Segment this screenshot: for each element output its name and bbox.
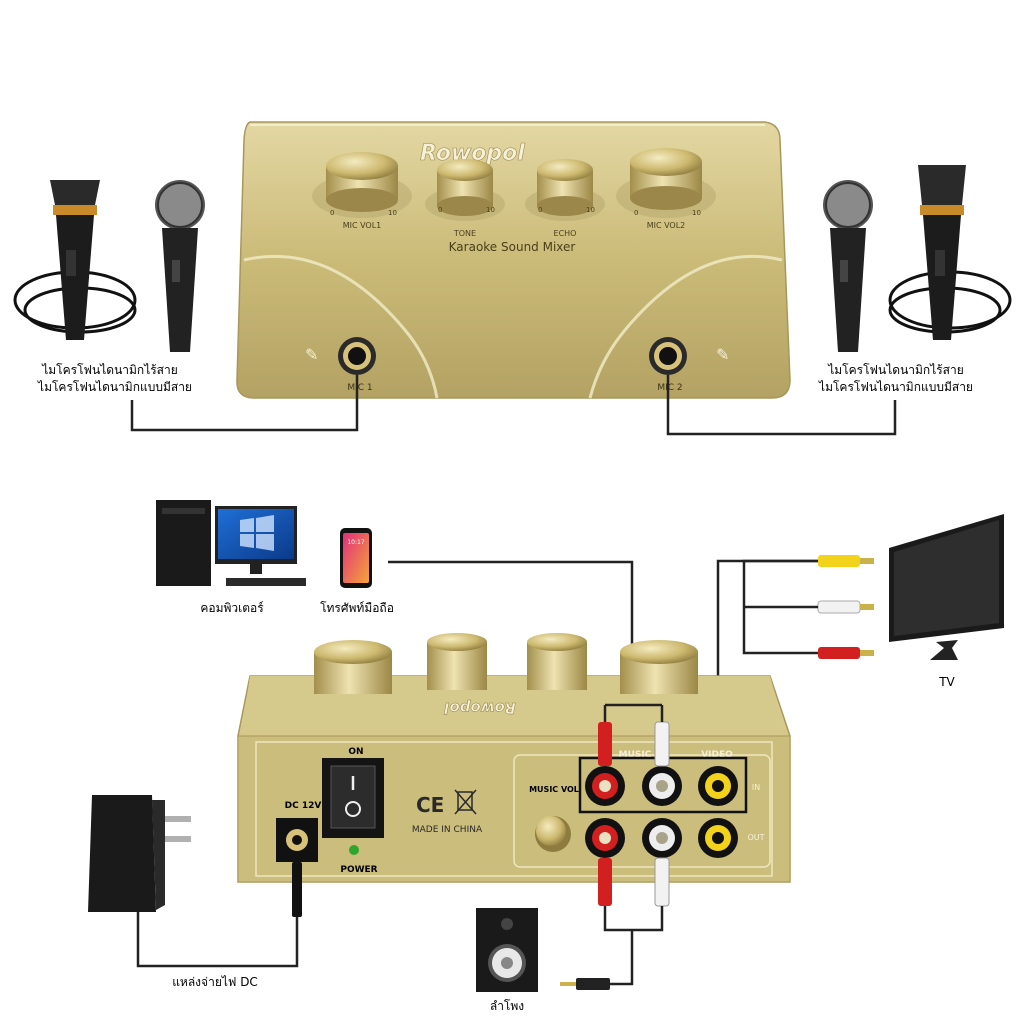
cable-mic2: [666, 375, 897, 436]
rca-cable-yellow: [818, 555, 874, 567]
wireless-mic-icon-right: [823, 180, 873, 352]
scale-min-label: 0: [438, 206, 442, 214]
power-switch[interactable]: [322, 758, 384, 838]
cable-power: [136, 912, 299, 968]
right-mic-label-1: ไมโครโฟนไดนามิกไร้สาย: [827, 363, 964, 377]
knob-label: MIC VOL1: [343, 221, 382, 230]
scale-min-label: 0: [538, 206, 542, 214]
cable-speaker: [610, 930, 634, 986]
tv-label: TV: [938, 675, 955, 689]
power-led-label: POWER: [340, 865, 377, 875]
music-vol-label: MUSIC VOL: [529, 785, 579, 794]
knob-mic-vol2[interactable]: 0 10 MIC VOL2: [616, 148, 716, 230]
rca-plug-white-in: [654, 705, 670, 767]
rca-cable-white: [817, 600, 874, 614]
speaker-label: ลำโพง: [490, 999, 524, 1013]
product-name: Karaoke Sound Mixer: [449, 240, 576, 254]
wired-mic-icon-left: [13, 180, 137, 340]
computer-label: คอมพิวเตอร์: [200, 601, 264, 615]
mic-icon: ✎: [716, 345, 729, 364]
knob-back-2: [427, 633, 487, 690]
rca-plug-red-out: [598, 858, 612, 906]
rca-cable-red: [818, 647, 874, 659]
rca-jack-video-in[interactable]: [698, 766, 738, 806]
mic-jack-1[interactable]: MIC 1 ✎: [305, 337, 376, 393]
rca-plug-white-out: [654, 857, 670, 907]
connector-panel: [513, 754, 771, 868]
tv-icon: [889, 514, 1004, 660]
knob-mic-vol1[interactable]: 0 10 MIC VOL1: [312, 152, 412, 230]
rca-plug-red-in: [598, 705, 612, 766]
mic-jack-2[interactable]: MIC 2 ✎: [649, 337, 729, 393]
rca-jack-video-out[interactable]: [698, 818, 738, 858]
weee-icon: [454, 789, 477, 815]
knob-back-4: [620, 640, 698, 694]
video-group-label: VIDEO: [701, 750, 733, 760]
scale-min-label: 0: [634, 209, 638, 217]
dc-jack[interactable]: [276, 818, 318, 862]
right-mic-label-2: ไมโครโฟนไดนามิกแบบมีสาย: [818, 380, 973, 394]
made-in-label: MADE IN CHINA: [412, 825, 483, 835]
dc-in-label: DC 12V: [285, 801, 322, 811]
wired-mic-icon-right: [888, 165, 1012, 340]
scale-max-label: 10: [692, 209, 701, 217]
knob-back-1: [314, 640, 392, 694]
scale-max-label: 10: [388, 209, 397, 217]
power-adapter-icon: [88, 795, 191, 912]
scale-max-label: 10: [486, 206, 495, 214]
jack-label: MIC 1: [347, 383, 372, 393]
wireless-mic-icon-left: [155, 180, 205, 352]
phone-label: โทรศัพท์มือถือ: [320, 601, 394, 615]
rca-jack-music-out-left[interactable]: [585, 818, 625, 858]
knob-label: ECHO: [554, 229, 577, 238]
row-out-label: OUT: [747, 833, 764, 842]
row-in-label: IN: [752, 783, 760, 792]
ce-mark: CE: [416, 793, 444, 817]
power-switch-label: ON: [348, 747, 363, 757]
mixer-front: Rowopol Karaoke Sound Mixer: [236, 121, 791, 399]
knob-echo[interactable]: 0 10 ECHO: [525, 159, 605, 238]
speaker-icon: [476, 908, 538, 992]
computer-icon: [156, 500, 306, 586]
mic-icon: ✎: [305, 345, 318, 364]
scale-max-label: 10: [586, 206, 595, 214]
jack-label: MIC 2: [657, 383, 682, 393]
knob-label: TONE: [453, 229, 476, 238]
knob-back-3: [527, 633, 587, 690]
dc-plug: [292, 862, 302, 917]
rca-jack-music-out-right[interactable]: [642, 818, 682, 858]
music-vol-knob[interactable]: [535, 816, 571, 852]
left-mic-label-1: ไมโครโฟนไดนามิกไร้สาย: [41, 363, 178, 377]
brand-logo-back: Rowopol: [443, 699, 515, 717]
brand-logo: Rowopol: [420, 141, 525, 166]
audio-plug-icon: [560, 978, 610, 990]
scale-min-label: 0: [330, 209, 334, 217]
cable-mic1: [130, 375, 359, 432]
power-led: [349, 845, 359, 855]
knob-tone[interactable]: 0 10 TONE: [425, 159, 505, 238]
phone-clock: 10:17: [347, 539, 364, 546]
knob-label: MIC VOL2: [647, 221, 686, 230]
phone-icon: 10:17: [340, 528, 372, 588]
rca-jack-music-in-right[interactable]: [642, 766, 682, 806]
rca-jack-music-in-left[interactable]: [585, 766, 625, 806]
left-mic-label-2: ไมโครโฟนไดนามิกแบบมีสาย: [37, 380, 192, 394]
music-group-label: MUSIC: [619, 750, 652, 760]
power-supply-label: แหล่งจ่ายไฟ DC: [172, 975, 258, 989]
